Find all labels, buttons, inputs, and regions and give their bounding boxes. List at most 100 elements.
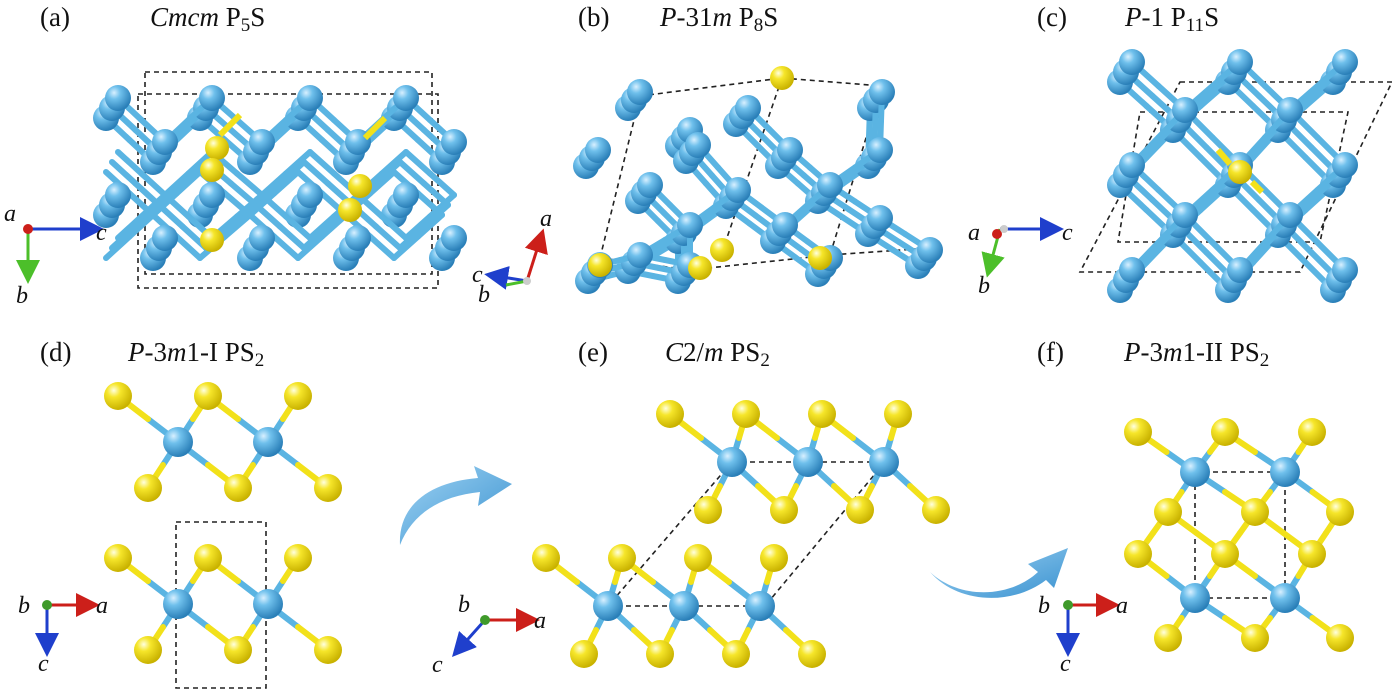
sulfur-atom (808, 246, 832, 270)
axis-label-c1: a (968, 220, 980, 246)
sulfur-atom (314, 474, 342, 502)
axes-indicator-e: b a c (432, 592, 546, 678)
phosphorus-atom (869, 447, 899, 477)
axis-label-e1: b (458, 592, 470, 618)
bond (247, 190, 277, 218)
structure-d (104, 382, 342, 689)
bond (234, 170, 265, 198)
bond (156, 202, 186, 230)
bond (103, 233, 133, 261)
sulfur-atom (808, 400, 836, 428)
structure-c (1078, 49, 1394, 303)
panel-label-c: (c) (1037, 2, 1067, 32)
sulfur-atom (722, 640, 750, 668)
phosphorus-atom (199, 85, 225, 111)
sulfur-atom (1326, 624, 1354, 652)
unit-cell-edge (144, 71, 433, 275)
axis-label-d1: b (18, 593, 30, 619)
phosphorus-atom (105, 182, 131, 208)
axes-indicator-a: a c b (4, 201, 107, 309)
bond (253, 202, 283, 230)
axis-label-d3: c (38, 651, 49, 677)
bond (391, 233, 421, 261)
bond (397, 223, 427, 251)
bond (156, 180, 186, 208)
panel-title-c: P-1 P11S (1125, 2, 1220, 36)
axis-label-b1: a (540, 206, 552, 232)
phosphorus-atom (1277, 202, 1303, 228)
unit-cell-edge (607, 461, 733, 607)
unit-cell-edge (764, 461, 886, 607)
sulfur-atom (284, 544, 312, 572)
phosphorus-atom (637, 172, 663, 198)
bond (373, 159, 403, 187)
axes-indicator-b: a c b (472, 206, 552, 308)
phosphorus-atom (199, 182, 225, 208)
phosphorus-atom (1180, 583, 1210, 613)
phosphorus-atom (1332, 49, 1358, 75)
phosphorus-atom (249, 225, 275, 251)
sulfur-atom (314, 636, 342, 664)
sulfur-atom (684, 544, 712, 572)
bond (301, 159, 331, 187)
axis-label-a1: a (4, 201, 16, 227)
structure-b (573, 66, 943, 294)
bond (379, 213, 409, 241)
bond (415, 212, 445, 240)
phosphorus-atom (249, 129, 275, 155)
phosphorus-atom (793, 447, 823, 477)
phosphorus-atom (297, 85, 323, 111)
sulfur-atom (200, 228, 224, 252)
sulfur-atom (884, 400, 912, 428)
unit-cell-edge (175, 521, 267, 689)
phosphorus-atom (725, 177, 751, 203)
unit-cell-edge (639, 77, 896, 97)
bond (271, 169, 301, 197)
phosphorus-atom (1332, 152, 1358, 178)
axis-label-c2: c (1062, 220, 1073, 246)
unit-cell-edge (599, 95, 641, 259)
sulfur-atom (104, 382, 132, 410)
bond (253, 180, 283, 208)
bond (109, 223, 139, 251)
sulfur-atom (688, 256, 712, 280)
phosphorus-atom (735, 95, 761, 121)
axes-indicator-d: b a c (18, 593, 108, 677)
sulfur-atom (194, 382, 222, 410)
phosphorus-atom (152, 225, 178, 251)
phosphorus-atom (1270, 457, 1300, 487)
phosphorus-atom (1227, 257, 1253, 283)
phosphorus-atom (1172, 202, 1198, 228)
sulfur-atom (338, 198, 362, 222)
phosphorus-atom (772, 212, 798, 238)
sulfur-atom (846, 496, 874, 524)
sulfur-atom (646, 640, 674, 668)
sulfur-atom (608, 544, 636, 572)
bond (307, 149, 337, 177)
axis-label-b2: c (472, 262, 483, 288)
bond (367, 233, 397, 261)
phosphorus-atom (152, 129, 178, 155)
sulfur-atom (1228, 160, 1252, 184)
phosphorus-atom (345, 225, 371, 251)
bond (271, 233, 301, 261)
phosphorus-atom (869, 79, 895, 105)
phosphorus-atom (1119, 257, 1145, 283)
sulfur-atom (570, 640, 598, 668)
bond (138, 192, 168, 220)
sulfur-atom (588, 253, 612, 277)
sulfur-atom (1124, 418, 1152, 446)
sulfur-atom (205, 136, 229, 160)
bond (109, 159, 139, 187)
bond (367, 169, 397, 197)
panel-label-b: (b) (578, 2, 610, 32)
bond (397, 159, 427, 187)
sulfur-atom (760, 544, 788, 572)
sulfur-atom (284, 382, 312, 410)
bond (162, 170, 192, 198)
sulfur-atom (770, 66, 794, 90)
axis-label-c3: b (978, 273, 990, 299)
bond (150, 190, 180, 218)
panel-title-a: Cmcm P5S (150, 2, 266, 36)
